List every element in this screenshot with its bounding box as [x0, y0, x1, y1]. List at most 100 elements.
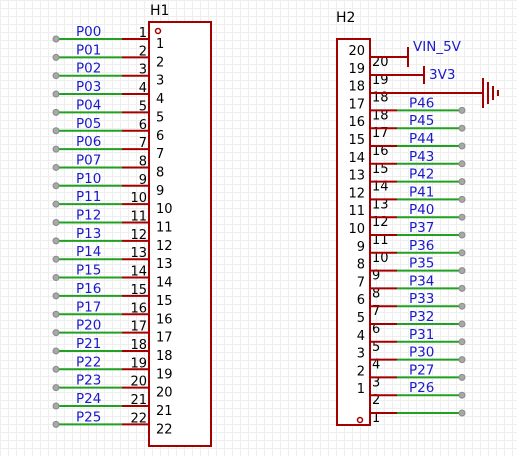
h2-wire-end-dot[interactable]: [458, 267, 466, 275]
h1-wire-end-dot[interactable]: [52, 127, 60, 135]
h2-pin-number: 13: [372, 197, 389, 212]
h2-pin-name: 17: [348, 97, 365, 112]
h1-net-label: P20: [76, 318, 101, 334]
h2-wire-end-dot[interactable]: [458, 320, 466, 328]
h1-wire-end-dot[interactable]: [52, 255, 60, 263]
h1-wire-end-dot[interactable]: [52, 420, 60, 428]
h1-pin-name: 4: [156, 92, 164, 107]
h2-wire-end-dot[interactable]: [458, 338, 466, 346]
h1-wire-end-dot[interactable]: [52, 365, 60, 373]
h1-pin-name: 22: [156, 422, 173, 437]
h1-wire-end-dot[interactable]: [52, 200, 60, 208]
h2-wire-end-dot[interactable]: [458, 178, 466, 186]
h1-wire-end-dot[interactable]: [52, 384, 60, 392]
h1-wire-end-dot[interactable]: [52, 237, 60, 245]
h1-wire-end-dot[interactable]: [52, 219, 60, 226]
h1-wire-end-dot[interactable]: [52, 310, 60, 318]
h1-wire-end-dot[interactable]: [52, 292, 60, 300]
h2-body[interactable]: [336, 38, 371, 426]
h2-wire-end-dot[interactable]: [458, 356, 466, 364]
h2-net-label: P31: [409, 327, 434, 343]
h2-wire-end-dot[interactable]: [458, 391, 466, 399]
h2-wire-end-dot[interactable]: [458, 142, 466, 150]
h2-wire-end-dot[interactable]: [458, 231, 466, 239]
h1-wire-end-dot[interactable]: [52, 53, 60, 61]
h1-wire-end-dot[interactable]: [52, 72, 60, 80]
h1-wire-end-dot[interactable]: [52, 402, 60, 410]
h1-wire-end-dot[interactable]: [52, 145, 60, 153]
h2-wire-end-dot[interactable]: [458, 373, 466, 381]
h2-wire-end-dot[interactable]: [458, 409, 466, 417]
h1-wire-end-dot[interactable]: [52, 35, 60, 43]
h1-wire-end-dot[interactable]: [52, 108, 60, 116]
h2-wire-end-dot[interactable]: [458, 284, 466, 292]
h1-pin-name: 3: [156, 74, 164, 89]
h1-wire-end-dot[interactable]: [52, 90, 60, 98]
h2-pin-21[interactable]: 1: [370, 409, 466, 426]
h2-wire-end-dot[interactable]: [458, 106, 466, 114]
h2-wire-end-dot[interactable]: [458, 124, 466, 132]
h1-body[interactable]: [148, 21, 212, 447]
h1-wire-end-dot[interactable]: [52, 347, 60, 355]
h2-pin-number: 4: [372, 358, 380, 373]
h2-wire-end-dot[interactable]: [458, 213, 466, 221]
h1-wire-end-dot[interactable]: [52, 329, 60, 337]
3v3-power-flag[interactable]: 3V3: [370, 66, 455, 84]
h2-wire-end-dot[interactable]: [458, 195, 466, 203]
h1-wire-end-dot[interactable]: [52, 274, 60, 282]
ground-symbol[interactable]: [370, 78, 499, 108]
h2-wire-end-dot[interactable]: [458, 249, 466, 257]
h1-wire-end-dot[interactable]: [52, 163, 60, 171]
vin-5v-power-flag[interactable]: VIN_5V: [370, 39, 462, 67]
h2-net-label: P43: [409, 149, 434, 165]
h1-wire-end-dot[interactable]: [52, 182, 60, 190]
h2-wire-end-dot[interactable]: [458, 160, 466, 168]
h1-pin-number: 4: [139, 81, 147, 96]
h2-wire-end-dot[interactable]: [458, 302, 466, 310]
